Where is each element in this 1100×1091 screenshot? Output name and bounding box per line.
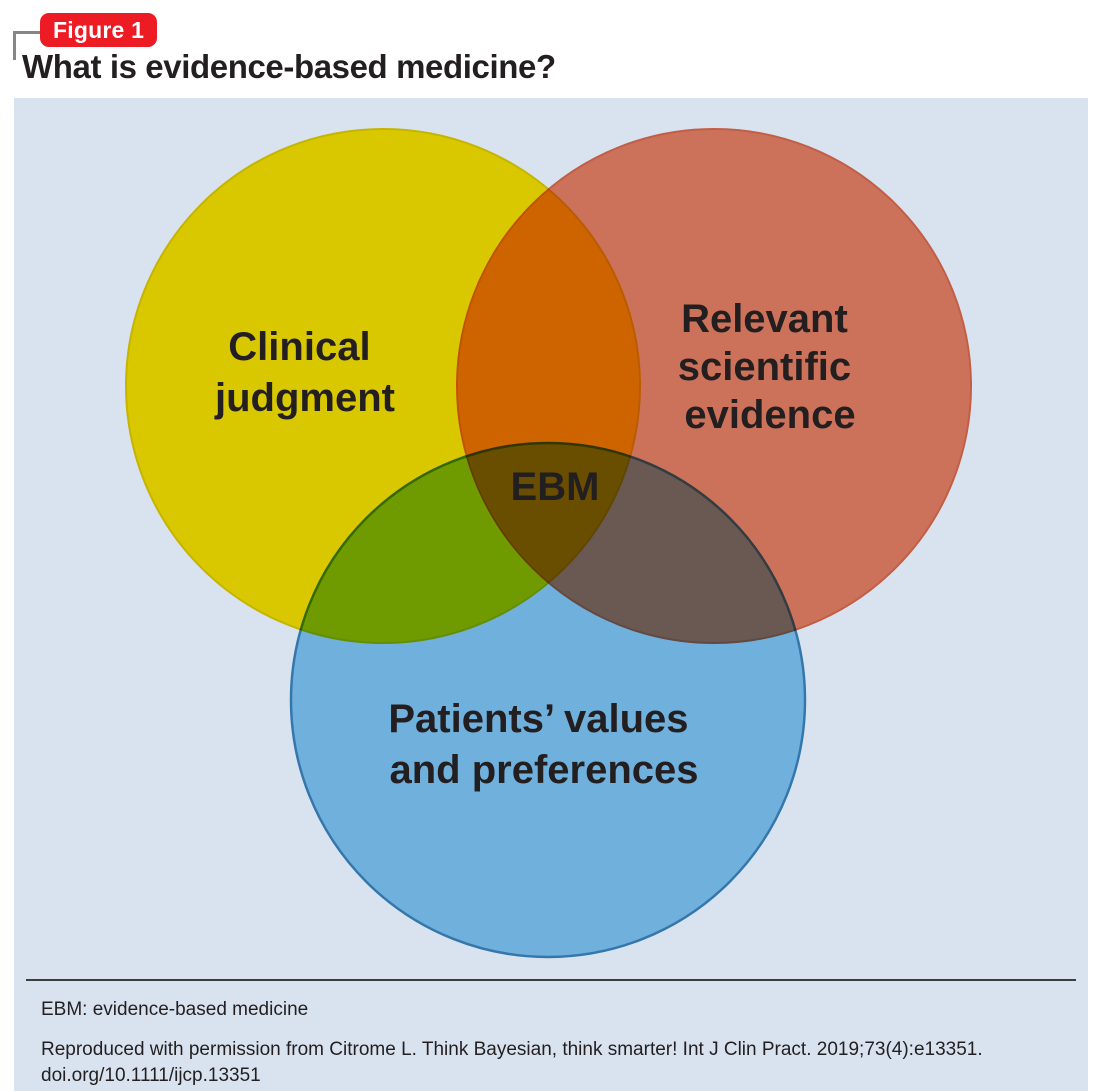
corner-bracket-decoration [13,31,53,60]
figure-header: Figure 1 What is evidence-based medicine… [0,0,1100,98]
figure-number-badge: Figure 1 [40,13,158,47]
figure-title: What is evidence-based medicine? [22,48,556,85]
venn-label-line: Relevant [681,297,848,341]
venn-diagram-panel: Clinical judgment Relevant scientific ev… [14,98,1088,979]
venn-label-patients-values-and-preferences: Patients’ values and preferences [388,697,699,792]
figure-footer: EBM: evidence-based medicine Reproduced … [14,979,1088,1091]
venn-label-line: and preferences [389,748,698,792]
venn-label-line: scientific [678,345,851,389]
venn-label-line: Patients’ values [388,697,688,741]
venn-label-line: Clinical [228,325,370,369]
footer-divider [26,979,1076,981]
venn-diagram: Clinical judgment Relevant scientific ev… [125,128,972,959]
footnote-abbreviation: EBM: evidence-based medicine [41,999,309,1020]
footnote-credit-line-2: doi.org/10.1111/ijcp.13351 [41,1065,261,1086]
footnote-credit-line-1: Reproduced with permission from Citrome … [41,1039,983,1060]
venn-label-ebm-intersection: EBM [511,465,600,509]
venn-label-line: judgment [214,376,395,420]
venn-label-line: evidence [684,393,855,437]
venn-label-relevant-scientific-evidence: Relevant scientific evidence [678,297,863,437]
venn-circle-patients-values-and-preferences [289,441,807,959]
footnote-credit: Reproduced with permission from Citrome … [41,1037,1071,1089]
venn-label-clinical-judgment: Clinical judgment [214,325,395,420]
